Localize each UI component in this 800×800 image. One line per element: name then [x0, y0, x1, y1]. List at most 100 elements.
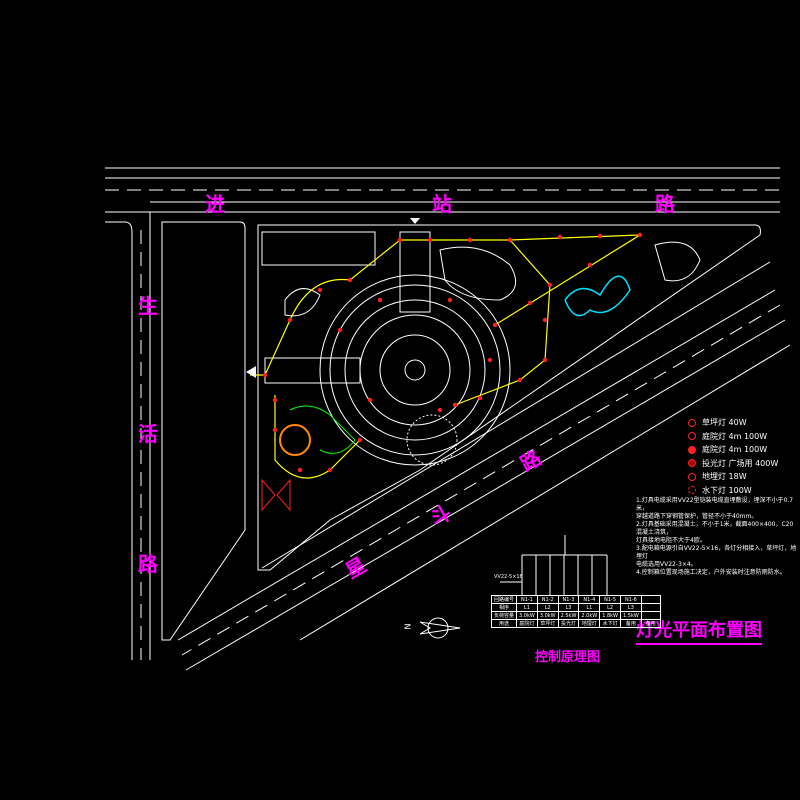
- legend-label: 地埋灯 18W: [702, 472, 747, 481]
- plaza-ring: [359, 314, 471, 426]
- road-label: 路: [138, 552, 158, 576]
- note-line: 灯具接地电阻不大于4欧。: [636, 537, 706, 544]
- control-diagram-title: 控制原理图: [535, 650, 601, 665]
- table-cell: L3: [620, 603, 642, 612]
- legend-label: 庭院灯 4m 100W: [702, 431, 768, 441]
- table-cell: N1-3: [557, 595, 580, 604]
- lamp-marker: [597, 233, 603, 239]
- north-arrow: [419, 621, 461, 635]
- fountain: [404, 359, 426, 381]
- north-label: N: [403, 623, 413, 630]
- table-cell: 1.8kW: [599, 611, 621, 620]
- note-line: 4.控制箱位置现场施工决定，户外安装时注意防雨防水。: [636, 569, 786, 576]
- pond: [564, 275, 631, 317]
- table-cell: L2: [599, 603, 621, 612]
- planting: [289, 405, 356, 454]
- lamp-marker: [492, 322, 498, 328]
- lamp-marker: [347, 277, 353, 283]
- plaza-walkway: [264, 357, 361, 384]
- table-cell: 2.5kW: [557, 611, 580, 620]
- drawing-title: 灯光平面布置图: [636, 616, 762, 645]
- cable-route: [494, 234, 641, 326]
- incoming-cable-label: VV22-5×16: [494, 574, 523, 580]
- lamp-marker: [637, 232, 643, 238]
- planting-area: [406, 414, 458, 466]
- road-centerline: [181, 304, 781, 656]
- legend: 草坪灯 40W 庭院灯 4m 100W 庭院灯 4m 100W 投光灯 广场用 …: [688, 416, 778, 497]
- underwater-lamp-icon: [688, 486, 696, 495]
- lamp-marker: [297, 467, 303, 473]
- table-cell: N1-6: [620, 595, 642, 604]
- lamp-marker: [587, 262, 593, 268]
- plaza-ring: [319, 274, 511, 466]
- lamp-marker: [477, 395, 483, 401]
- road-label: 活: [138, 422, 158, 446]
- table-cell: L2: [536, 603, 559, 612]
- design-notes: 1.灯具电缆采用VV22型铠装电缆直埋敷设，埋深不小于0.7米， 穿越道路下穿钢…: [636, 497, 798, 577]
- table-cell: 3.0kW: [536, 611, 559, 620]
- floodlight-icon: [688, 459, 696, 468]
- block-outline: [161, 221, 246, 641]
- north-arrow-circle: [427, 617, 449, 639]
- cable-route: [250, 234, 641, 376]
- road-edge: [177, 289, 776, 641]
- plaza-ring: [344, 299, 486, 441]
- table-row: 用途庭院灯草坪灯投光灯地埋灯水下灯备用备用: [490, 619, 661, 628]
- lamp-marker: [507, 237, 513, 243]
- table-cell: 庭院灯: [516, 619, 538, 628]
- legend-item: 地埋灯 18W: [688, 470, 778, 484]
- legend-label: 投光灯 广场用 400W: [702, 458, 779, 468]
- table-cell: 水下灯: [599, 619, 621, 628]
- note-line: 1.灯具电缆采用VV22型铠装电缆直埋敷设，埋深不小于0.7米，: [636, 497, 794, 512]
- table-cell: N1-5: [599, 595, 621, 604]
- table-cell: 相序: [490, 603, 518, 612]
- note-line: 2.灯具基础采用混凝土，不小于1米，截面400×400，C20混凝土浇筑，: [636, 521, 794, 536]
- table-cell: 地埋灯: [578, 619, 601, 628]
- table-cell: N1-1: [516, 595, 538, 604]
- lawn-lamp-icon: [688, 418, 696, 427]
- road-edge: [185, 319, 786, 671]
- lamp-marker: [542, 317, 548, 323]
- feature-circle: [279, 424, 311, 456]
- mound: [654, 241, 701, 282]
- table-cell: N1-2: [536, 595, 559, 604]
- lamp-marker: [517, 377, 523, 383]
- legend-item: 草坪灯 40W: [688, 416, 778, 430]
- park-boundary: [257, 224, 761, 571]
- plaza-walkway: [399, 231, 431, 313]
- legend-item: 庭院灯 4m 100W: [688, 443, 778, 457]
- lamp-marker: [327, 467, 333, 473]
- table-cell: 回路编号: [490, 595, 518, 604]
- plaza-ring: [329, 284, 501, 456]
- lamp-marker: [557, 234, 563, 240]
- table-cell: [640, 603, 661, 612]
- lamp-marker: [367, 397, 373, 403]
- lamp-marker: [452, 402, 458, 408]
- lamp-marker: [542, 357, 548, 363]
- mound: [439, 246, 517, 301]
- lamp-marker: [397, 237, 403, 243]
- legend-item: 庭院灯 4m 100W: [688, 430, 778, 444]
- lamp-marker: [427, 237, 433, 243]
- table-cell: 草坪灯: [536, 619, 559, 628]
- lamp-marker: [527, 300, 533, 306]
- table-cell: 备用: [640, 619, 661, 628]
- road-label: 生: [138, 294, 158, 318]
- table-cell: 1.5kW: [620, 611, 642, 620]
- road-edge: [299, 344, 791, 641]
- note-line: 3.配电箱电源引自VV22-5×16，各灯分相接入，草坪灯，地埋灯: [636, 545, 797, 560]
- legend-item: 水下灯 100W: [688, 484, 778, 498]
- parking-lot: [261, 231, 376, 266]
- table-cell: 投光灯: [557, 619, 580, 628]
- road-edge: [105, 221, 133, 660]
- table-cell: [640, 611, 661, 620]
- lamp-marker: [547, 282, 553, 288]
- table-cell: L1: [578, 603, 601, 612]
- note-line: 电缆选用VV22-3×4。: [636, 561, 697, 568]
- legend-item: 投光灯 广场用 400W: [688, 457, 778, 471]
